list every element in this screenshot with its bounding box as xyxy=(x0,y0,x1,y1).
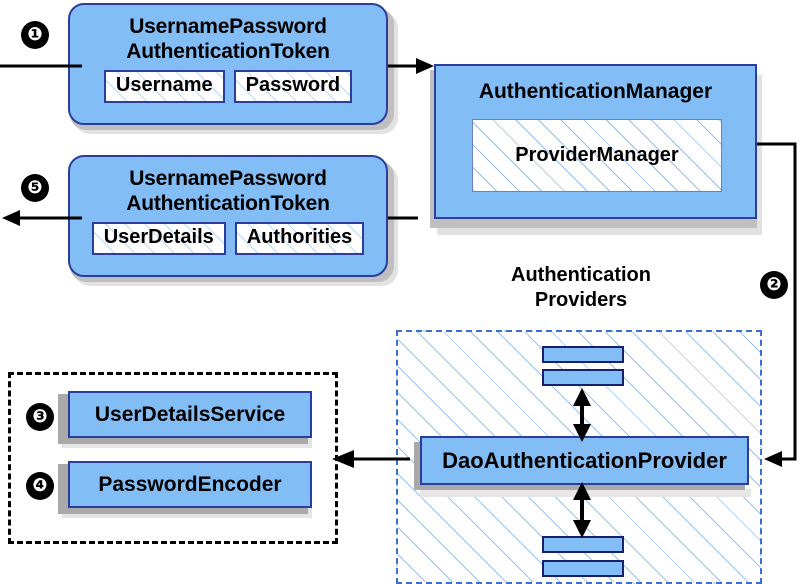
step-badge-3: ❸ xyxy=(27,404,53,430)
field-password: Password xyxy=(233,70,353,103)
provider-manager-box[interactable]: ProviderManager xyxy=(472,119,722,192)
provider-manager-label: ProviderManager xyxy=(515,144,679,166)
authentication-providers-label: Authentication Providers xyxy=(466,263,696,313)
userdetailsservice-label: UserDetailsService xyxy=(94,402,286,426)
passwordencoder-box[interactable]: PasswordEncoder xyxy=(68,461,312,508)
field-authorities: Authorities xyxy=(234,222,365,255)
userdetailsservice-box[interactable]: UserDetailsService xyxy=(68,391,312,438)
provider-stub-bar-top-1[interactable] xyxy=(542,346,624,363)
response-token-title-line2: AuthenticationToken xyxy=(126,192,330,215)
dao-provider-shadow-outer xyxy=(420,489,751,497)
request-token-title-line1: UsernamePassword xyxy=(129,15,327,38)
step-badge-1: ❶ xyxy=(22,22,48,48)
dao-authentication-provider-box[interactable]: DaoAuthenticationProvider xyxy=(420,436,749,485)
authentication-manager-box[interactable]: AuthenticationManager ProviderManager xyxy=(434,64,757,219)
response-token-fields: UserDetails Authorities xyxy=(70,222,386,255)
provider-stub-bar-bottom-1[interactable] xyxy=(542,536,624,553)
field-username: Username xyxy=(103,70,225,103)
response-token-title: UsernamePassword AuthenticationToken xyxy=(70,157,386,216)
provider-stub-bar-top-2[interactable] xyxy=(542,369,624,386)
authentication-providers-label-line1: Authentication xyxy=(511,264,651,286)
authentication-manager-title: AuthenticationManager xyxy=(478,80,713,103)
passwordencoder-label: PasswordEncoder xyxy=(98,472,282,496)
response-token-box[interactable]: UsernamePassword AuthenticationToken Use… xyxy=(68,155,388,277)
request-token-box[interactable]: UsernamePassword AuthenticationToken Use… xyxy=(68,3,388,125)
step-badge-4: ❹ xyxy=(27,473,53,499)
step-badge-2: ❷ xyxy=(761,272,787,298)
request-token-title-line2: AuthenticationToken xyxy=(126,40,330,63)
step-badge-5: ❺ xyxy=(22,175,48,201)
request-token-fields: Username Password xyxy=(70,70,386,103)
field-userdetails: UserDetails xyxy=(91,222,226,255)
authentication-providers-label-line2: Providers xyxy=(534,289,628,311)
provider-stub-bar-bottom-2[interactable] xyxy=(542,560,624,577)
request-token-title: UsernamePassword AuthenticationToken xyxy=(70,5,386,64)
dao-authentication-provider-label: DaoAuthenticationProvider xyxy=(442,447,727,473)
response-token-title-line1: UsernamePassword xyxy=(129,167,327,190)
